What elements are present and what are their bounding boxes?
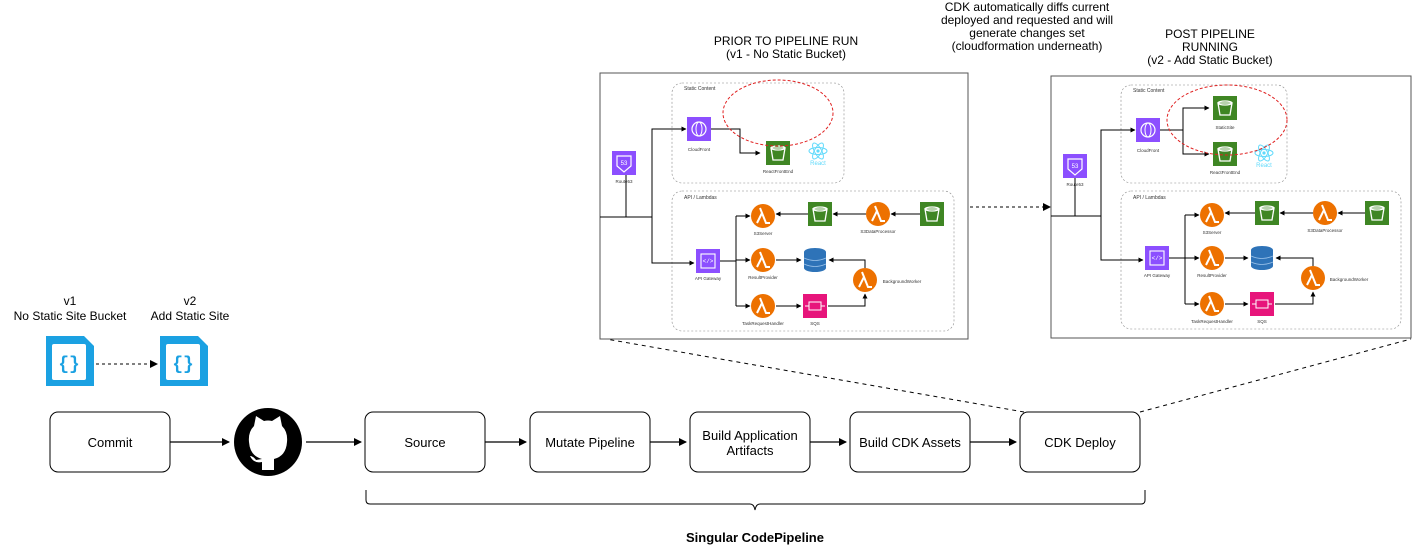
source-label: Source <box>404 435 445 450</box>
dynamodb-icon <box>803 248 827 272</box>
build-cdk-assets-label: Build CDK Assets <box>859 435 961 450</box>
svg-text:53: 53 <box>1072 164 1079 170</box>
cloudfront-label: CloudFront <box>1137 148 1160 153</box>
cdk-note-line3: generate changes set <box>969 26 1085 40</box>
react-front-end-label: ReactFrontEnd <box>763 169 794 174</box>
static-content-label: Static Content <box>1133 88 1165 94</box>
v1-label: v1 <box>64 294 77 308</box>
api-gateway-label: API Gateway <box>1144 273 1171 278</box>
prior-title-line2: (v1 - No Static Bucket) <box>726 47 846 61</box>
api-gateway-icon: </> <box>696 249 720 273</box>
sqs-icon <box>803 294 827 318</box>
lambda-icon <box>1199 291 1225 317</box>
static-content-label: Static Content <box>684 86 716 92</box>
prior-architecture-panel: Static Content API / Lambdas 53 Route53 … <box>599 72 969 340</box>
post-title-line1: POST PIPELINE <box>1165 27 1255 41</box>
cdk-deploy-label: CDK Deploy <box>1044 435 1116 450</box>
callout-line <box>1139 338 1412 413</box>
lambda-icon <box>852 267 878 293</box>
svg-text:{}: {} <box>58 355 80 375</box>
s3-data-processor-label: S3DataProcessor <box>1307 228 1343 233</box>
lambda-icon <box>1199 245 1225 271</box>
json-file-icon: {} <box>46 336 94 386</box>
mutate-pipeline-label: Mutate Pipeline <box>545 435 635 450</box>
background-worker-label: BackgroundWorker <box>1330 277 1369 282</box>
s3-data-processor-label: S3DataProcessor <box>860 229 896 234</box>
cloudfront-icon <box>1136 118 1160 142</box>
result-provider-label: ResultProvider <box>748 275 778 280</box>
v2-desc: Add Static Site <box>151 309 230 323</box>
svg-text:</>: </> <box>703 258 714 265</box>
react-label: React <box>1256 163 1272 169</box>
task-request-handler-label: TaskRequestHandler <box>742 321 784 326</box>
api-gateway-label: API Gateway <box>695 276 722 281</box>
result-provider-label: ResultProvider <box>1197 273 1227 278</box>
v1-desc: No Static Site Bucket <box>14 309 127 323</box>
task-request-handler-label: TaskRequestHandler <box>1191 319 1233 324</box>
static-site-label: StaticSite <box>1215 125 1235 130</box>
post-architecture-panel: Static Content API / Lambdas 53 Route53 … <box>1050 75 1412 339</box>
change-highlight <box>722 79 834 147</box>
build-application-label-line1: Build Application <box>702 428 797 443</box>
s3-server-label: S3Server <box>754 231 773 236</box>
commit-label: Commit <box>88 435 133 450</box>
commit-stage: Commit <box>49 411 171 473</box>
s3-bucket-icon <box>1254 200 1280 226</box>
lambda-icon <box>1300 265 1326 291</box>
cloudfront-icon <box>687 117 711 141</box>
pipeline-caption: Singular CodePipeline <box>686 530 824 545</box>
json-file-icon: {} <box>160 336 208 386</box>
sqs-icon <box>1250 292 1274 316</box>
v2-label: v2 <box>184 294 197 308</box>
s3-bucket-icon <box>807 201 833 227</box>
route53-icon: 53 <box>1063 154 1087 178</box>
mutate-pipeline-stage: Mutate Pipeline <box>529 411 651 473</box>
react-front-end-label: ReactFrontEnd <box>1210 170 1241 175</box>
api-lambdas-label: API / Lambdas <box>684 195 717 201</box>
change-highlight <box>1166 84 1288 156</box>
lambda-icon <box>750 203 776 229</box>
prior-title-line1: PRIOR TO PIPELINE RUN <box>714 34 858 48</box>
lambda-icon <box>750 293 776 319</box>
lambda-icon <box>1312 200 1338 226</box>
lambda-icon <box>1199 202 1225 228</box>
lambda-icon <box>750 247 776 273</box>
s3-bucket-icon <box>1364 200 1390 226</box>
api-gateway-icon: </> <box>1145 246 1169 270</box>
build-application-stage: Build Application Artifacts <box>689 411 811 473</box>
build-application-label-line2: Artifacts <box>727 443 774 458</box>
dynamodb-icon <box>1250 246 1274 270</box>
cdk-note-line4: (cloudformation underneath) <box>952 39 1103 53</box>
lambda-icon <box>865 201 891 227</box>
route53-icon: 53 <box>612 151 636 175</box>
react-icon <box>808 142 828 160</box>
pipeline-brace <box>365 490 1146 511</box>
callout-line <box>605 338 1025 413</box>
route53-label: Route53 <box>615 179 633 184</box>
cdk-note-line1: CDK automatically diffs current <box>945 0 1110 14</box>
cloudfront-label: CloudFront <box>688 147 711 152</box>
cdk-deploy-stage: CDK Deploy <box>1019 411 1141 473</box>
build-cdk-assets-stage: Build CDK Assets <box>849 411 971 473</box>
s3-server-label: S3Server <box>1203 230 1222 235</box>
github-icon <box>234 408 302 476</box>
s3-bucket-icon <box>1212 95 1238 121</box>
post-title-line3: (v2 - Add Static Bucket) <box>1147 53 1272 67</box>
s3-bucket-icon <box>765 140 791 166</box>
svg-text:</>: </> <box>1152 255 1163 262</box>
react-label: React <box>810 161 826 167</box>
sqs-label: SQS <box>810 321 820 326</box>
cdk-note-line2: deployed and requested and will <box>941 13 1113 27</box>
svg-text:53: 53 <box>621 161 628 167</box>
source-stage: Source <box>364 411 486 473</box>
s3-bucket-icon <box>919 201 945 227</box>
api-lambdas-label: API / Lambdas <box>1133 195 1166 201</box>
sqs-label: SQS <box>1257 319 1267 324</box>
svg-text:{}: {} <box>172 355 194 375</box>
post-title-line2: RUNNING <box>1182 40 1238 54</box>
background-worker-label: BackgroundWorker <box>883 279 922 284</box>
